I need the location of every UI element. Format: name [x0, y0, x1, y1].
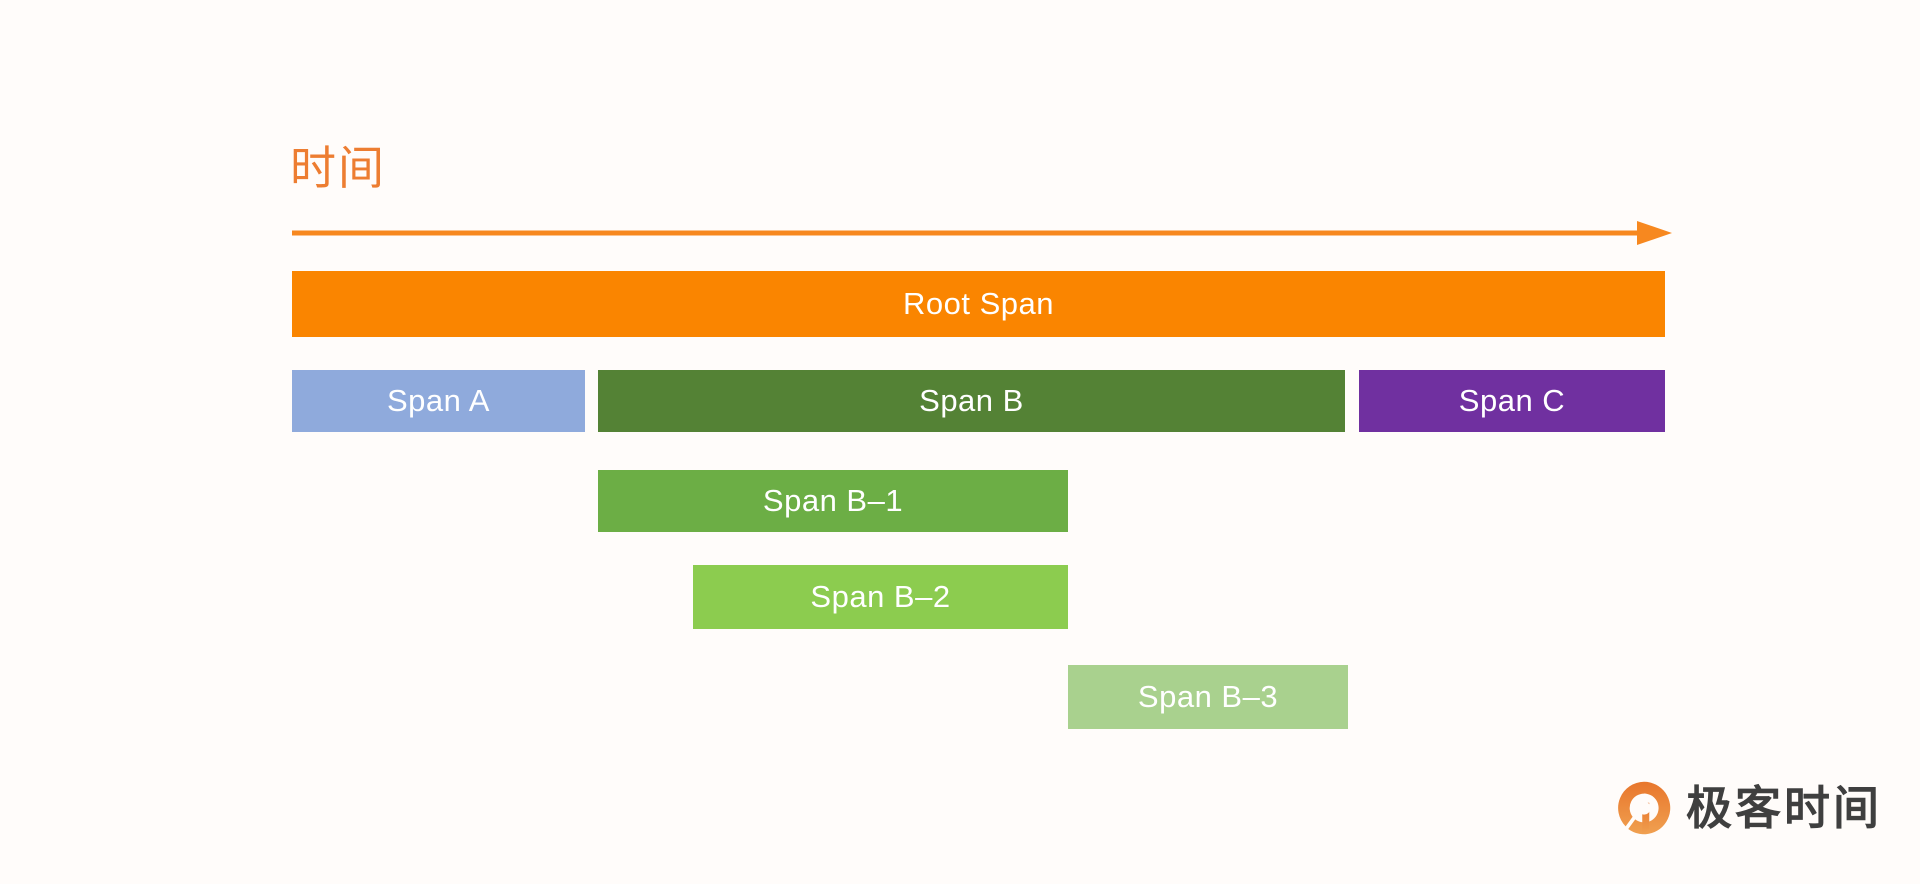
span-bar-span-b[interactable]: Span B: [598, 370, 1345, 432]
time-axis-label: 时间: [290, 141, 386, 195]
geektime-logo: 极客时间: [1616, 780, 1882, 836]
span-label-span-b: Span B: [919, 383, 1024, 418]
geektime-logo-icon: [1616, 780, 1672, 836]
span-label-span-c: Span C: [1458, 383, 1566, 418]
span-label-span-a: Span A: [387, 383, 490, 418]
right-arrow-icon: [292, 221, 1672, 245]
time-axis-arrow: [292, 214, 1672, 252]
span-label-span-b-3: Span B–3: [1137, 679, 1279, 714]
span-bar-span-a[interactable]: Span A: [292, 370, 585, 432]
span-bar-span-c[interactable]: Span C: [1359, 370, 1665, 432]
span-bar-span-b-2[interactable]: Span B–2: [693, 565, 1068, 629]
span-bar-span-b-1[interactable]: Span B–1: [598, 470, 1068, 532]
span-label-span-b-1: Span B–1: [762, 483, 904, 518]
span-label-root-span: Root Span: [903, 286, 1054, 321]
geektime-logo-text: 极客时间: [1686, 781, 1882, 835]
span-label-span-b-2: Span B–2: [810, 579, 951, 614]
span-bar-root-span[interactable]: Root Span: [292, 271, 1665, 337]
span-bar-span-b-3[interactable]: Span B–3: [1068, 665, 1348, 729]
